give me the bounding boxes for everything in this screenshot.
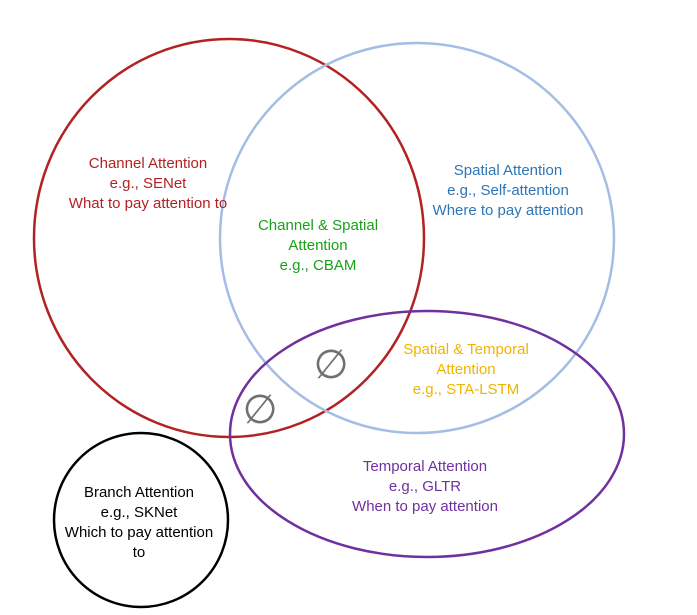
branch-attention-label: Branch Attention e.g., SKNet Which to pa… xyxy=(65,484,213,561)
spatial-attention-example: e.g., Self-attention xyxy=(447,182,569,199)
channel-attention-title: Channel Attention xyxy=(89,155,207,172)
spatial-attention-label: Spatial Attention e.g., Self-attention W… xyxy=(433,162,584,219)
spatial-attention-circle xyxy=(218,41,616,435)
temporal-attention-ellipse xyxy=(228,309,626,559)
channel-attention-description: What to pay attention to xyxy=(69,195,227,212)
spatial-attention-description: Where to pay attention xyxy=(433,202,584,219)
channel-attention-label: Channel Attention e.g., SENet What to pa… xyxy=(69,155,227,212)
channel-attention-circle xyxy=(32,37,426,439)
branch-attention-circle xyxy=(52,431,230,609)
temporal-attention-description: When to pay attention xyxy=(352,498,498,515)
spatial-temporal-title-2: Attention xyxy=(436,361,495,378)
channel-spatial-attention-label: Channel & Spatial Attention e.g., CBAM xyxy=(258,217,378,274)
channel-spatial-example: e.g., CBAM xyxy=(280,257,357,274)
branch-attention-description: Which to pay attention xyxy=(65,524,213,541)
temporal-attention-example: e.g., GLTR xyxy=(389,478,461,495)
temporal-attention-label: Temporal Attention e.g., GLTR When to pa… xyxy=(352,458,498,515)
temporal-attention-title: Temporal Attention xyxy=(363,458,487,475)
channel-attention-example: e.g., SENet xyxy=(110,175,188,192)
spatial-temporal-example: e.g., STA-LSTM xyxy=(413,381,519,398)
spatial-attention-title: Spatial Attention xyxy=(454,162,562,179)
branch-attention-title: Branch Attention xyxy=(84,484,194,501)
branch-attention-description-2: to xyxy=(133,544,146,561)
channel-spatial-title-2: Attention xyxy=(288,237,347,254)
spatial-temporal-title: Spatial & Temporal xyxy=(403,341,529,358)
channel-spatial-title: Channel & Spatial xyxy=(258,217,378,234)
spatial-temporal-attention-label: Spatial & Temporal Attention e.g., STA-L… xyxy=(403,341,529,398)
branch-attention-example: e.g., SKNet xyxy=(101,504,179,521)
empty-set-symbol-left: ∅ xyxy=(243,387,278,433)
empty-set-symbol-center: ∅ xyxy=(314,342,349,388)
